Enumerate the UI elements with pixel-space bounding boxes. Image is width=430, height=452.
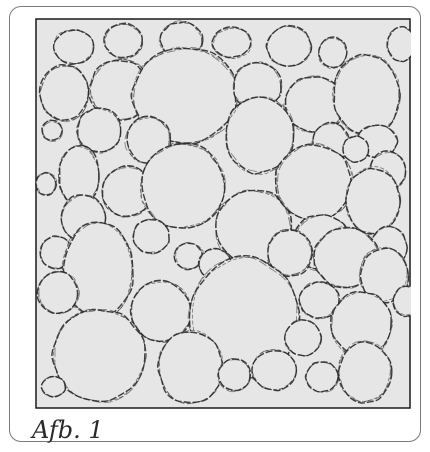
- bubble-canvas: [35, 18, 411, 409]
- bubble: [333, 54, 401, 135]
- bubble: [305, 362, 338, 393]
- bubble: [37, 271, 79, 314]
- bubble: [35, 172, 57, 195]
- bubble: [299, 282, 340, 319]
- bubble: [218, 359, 251, 392]
- figure-caption: Afb. 1: [32, 418, 104, 442]
- bubble: [41, 376, 66, 397]
- bubble: [39, 65, 89, 122]
- bubble: [42, 120, 63, 141]
- bubble: [53, 29, 94, 64]
- bubble: [140, 143, 225, 228]
- bubble-diagram: [35, 18, 411, 409]
